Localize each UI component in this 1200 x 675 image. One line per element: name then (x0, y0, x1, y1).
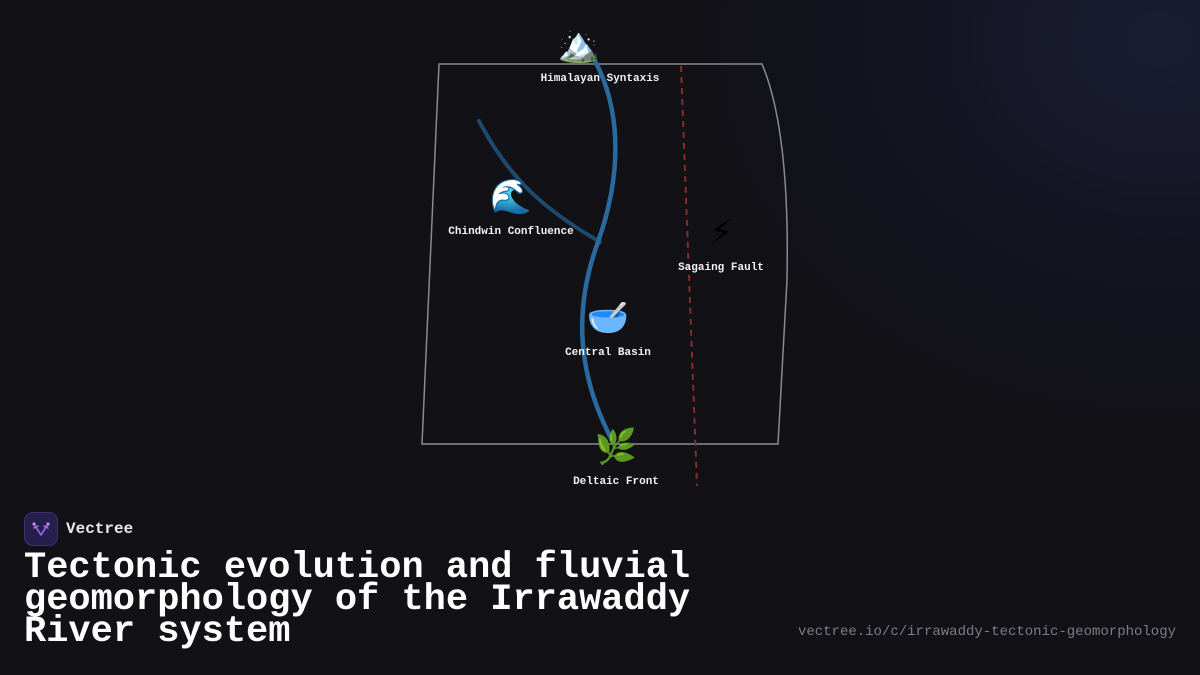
irrawaddy-main-river (579, 49, 618, 443)
bowl-icon: 🥣 (587, 298, 629, 338)
brand: Vectree (24, 512, 133, 546)
node-label-sagaing: Sagaing Fault (678, 262, 764, 274)
page-url: vectree.io/c/irrawaddy-tectonic-geomorph… (797, 624, 1176, 640)
node-central-basin: 🥣 Central Basin (565, 298, 651, 359)
lightning-icon: ⚡ (709, 213, 733, 253)
sagaing-fault-line (680, 65, 698, 487)
node-label-chindwin: Chindwin Confluence (448, 226, 574, 238)
mountain-icon: 🏔️ (558, 25, 600, 65)
node-sagaing-fault: ⚡ Sagaing Fault (678, 213, 764, 274)
node-chindwin-confluence: 🌊 Chindwin Confluence (448, 177, 574, 238)
brand-name: Vectree (66, 520, 134, 538)
node-label-central: Central Basin (565, 347, 651, 359)
node-deltaic-front: 🌿 Deltaic Front (573, 427, 659, 488)
node-himalayan-syntaxis: 🏔️ Himalayan Syntaxis (541, 25, 660, 85)
chindwin-tributary (477, 119, 602, 244)
herb-icon: 🌿 (595, 427, 637, 467)
page-title: Tectonic evolution and fluvial geomorpho… (24, 547, 691, 653)
node-label-deltaic: Deltaic Front (573, 476, 659, 488)
vectree-logo-icon (24, 512, 58, 546)
wave-icon: 🌊 (490, 177, 532, 217)
basin-outline (421, 63, 789, 445)
node-label-himalayan: Himalayan Syntaxis (541, 73, 660, 85)
